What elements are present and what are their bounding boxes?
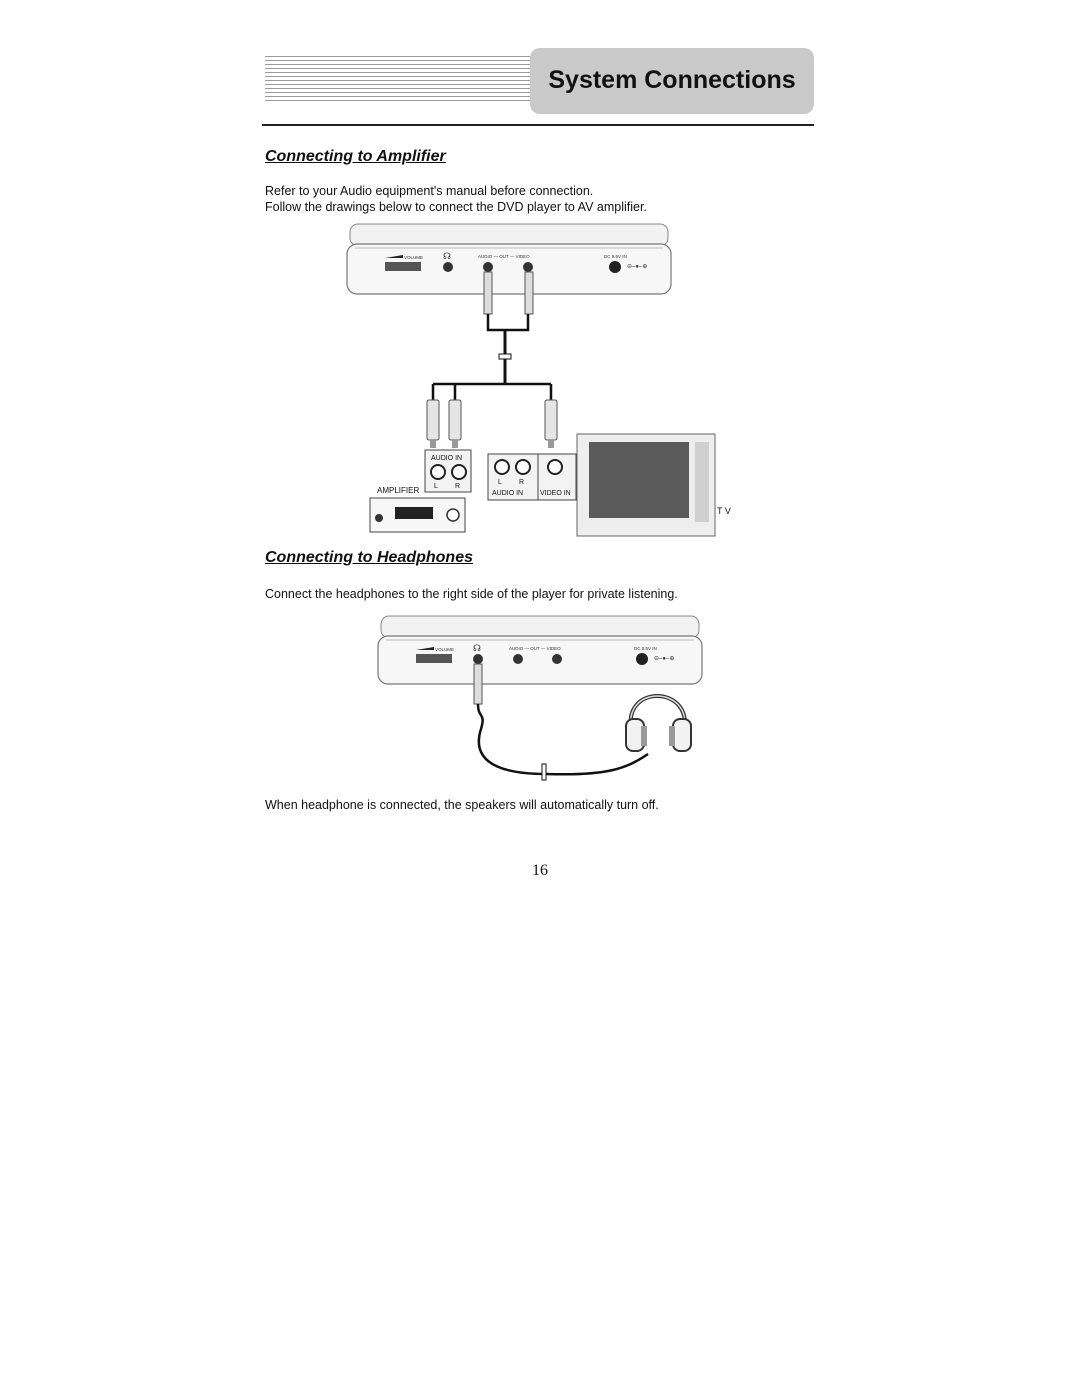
headphones-connection-diagram: VOLUME ☊ AUDIO — OUT — VIDEO DC 9.5V IN …	[377, 615, 703, 781]
page-title: System Connections	[548, 66, 796, 94]
amp-right-label: R	[455, 483, 460, 490]
headphone-jack	[473, 654, 483, 664]
volume-wedge-icon	[416, 647, 434, 650]
video-out-jack	[552, 654, 562, 664]
amp-left-label: L	[434, 483, 438, 490]
headphones-icon	[625, 694, 692, 752]
amplifier-unit: AMPLIFIER	[369, 486, 466, 533]
player-dc-label: DC 9.5V IN	[604, 254, 627, 259]
player-volume-label: VOLUME	[435, 647, 454, 652]
cable-from-player	[431, 271, 553, 402]
header-rule	[262, 124, 814, 126]
dc-polarity-icon: ⊖–●–⊕	[654, 656, 674, 662]
audio-out-jack	[513, 654, 523, 664]
player-dc-label: DC 9.5V IN	[634, 646, 657, 651]
dc-in-jack	[636, 653, 648, 665]
dc-polarity-icon: ⊖–●–⊕	[627, 264, 647, 270]
amplifier-connection-diagram: VOLUME ☊ AUDIO — OUT — VIDEO DC 9.5V IN …	[346, 223, 731, 537]
headphone-icon: ☊	[443, 251, 451, 261]
tv-left-label: L	[498, 479, 502, 486]
headphones-intro-line: Connect the headphones to the right side…	[265, 587, 678, 601]
amplifier-section-title: Connecting to Amplifier	[265, 148, 446, 165]
amp-audio-in-right-jack	[451, 464, 467, 480]
player-audio-video-label: AUDIO — OUT — VIDEO	[509, 646, 561, 651]
player-audio-video-label: AUDIO — OUT — VIDEO	[478, 254, 530, 259]
headphone-jack	[443, 262, 453, 272]
dc-in-jack	[609, 261, 621, 273]
amplifier-intro-line-2: Follow the drawings below to connect the…	[265, 200, 647, 214]
amp-volume-knob	[446, 508, 460, 522]
tv-audio-in-left-jack	[494, 459, 510, 475]
headphones-note: When headphone is connected, the speaker…	[265, 798, 659, 812]
amplifier-label: AMPLIFIER	[377, 486, 419, 495]
amplifier-audio-in-panel: AUDIO IN L R	[424, 449, 472, 493]
amp-audio-in-label: AUDIO IN	[431, 455, 462, 462]
dvd-player-side-view: VOLUME ☊ AUDIO — OUT — VIDEO DC 9.5V IN …	[346, 223, 672, 295]
tv-video-in-label: VIDEO IN	[540, 490, 571, 497]
amp-power-button	[375, 514, 383, 522]
video-out-jack	[523, 262, 533, 272]
volume-wheel	[385, 262, 421, 271]
tv-audio-in-label: AUDIO IN	[492, 490, 523, 497]
tv-set: T V	[576, 433, 731, 537]
headphones-section-title: Connecting to Headphones	[265, 549, 473, 566]
amp-audio-in-left-jack	[430, 464, 446, 480]
header-decorative-lines	[265, 56, 533, 104]
amplifier-intro-line-1: Refer to your Audio equipment's manual b…	[265, 184, 594, 198]
tv-label: T V	[717, 506, 731, 516]
tv-input-panel: L R AUDIO IN VIDEO IN	[487, 453, 577, 501]
tv-audio-in-right-jack	[515, 459, 531, 475]
dvd-player-side-view: VOLUME ☊ AUDIO — OUT — VIDEO DC 9.5V IN …	[377, 615, 703, 685]
page-number: 16	[532, 862, 548, 879]
headphone-cable	[473, 663, 649, 781]
volume-wheel	[416, 654, 452, 663]
tv-right-label: R	[519, 479, 524, 486]
player-volume-label: VOLUME	[404, 255, 423, 260]
volume-wedge-icon	[385, 255, 403, 258]
rca-plugs	[426, 399, 558, 448]
tv-video-in-jack	[547, 459, 563, 475]
header-title-box: System Connections	[530, 48, 814, 114]
audio-out-jack	[483, 262, 493, 272]
headphone-icon: ☊	[473, 643, 481, 653]
